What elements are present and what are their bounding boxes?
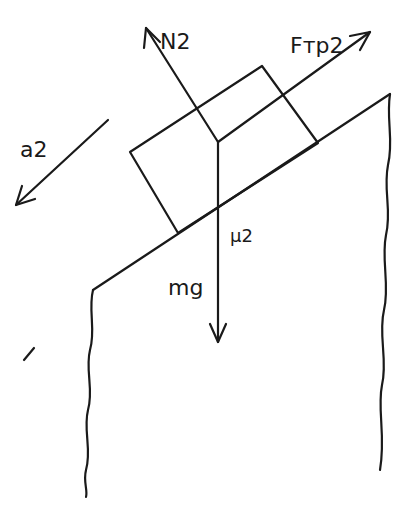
- arrow-head: [210, 324, 226, 342]
- coefficient-label: μ2: [230, 226, 253, 246]
- arrow-head: [16, 186, 35, 205]
- arrow-head: [144, 28, 160, 48]
- arrow-head: [350, 32, 370, 50]
- acceleration-label: a2: [20, 138, 47, 162]
- force-arrow: [218, 32, 370, 142]
- pen-mark: [24, 348, 34, 360]
- acceleration-arrow: [16, 120, 108, 205]
- force-arrow: [146, 28, 218, 142]
- ground-edge: [85, 290, 93, 497]
- ground-edge: [380, 94, 390, 470]
- force-label: mg: [168, 276, 203, 300]
- force-label: N2: [160, 30, 190, 54]
- force-label: Fтр2: [290, 34, 343, 58]
- force-arrow: [217, 142, 219, 342]
